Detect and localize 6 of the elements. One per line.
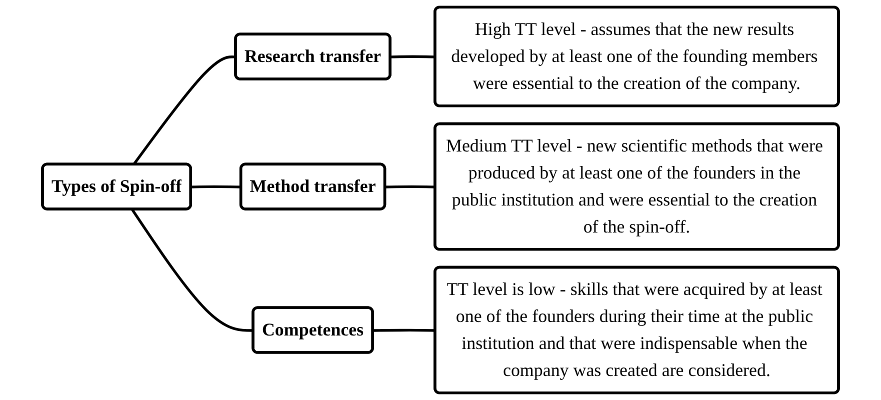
connector	[132, 56, 236, 166]
connector	[390, 55, 436, 58]
connector	[130, 208, 254, 332]
connector	[373, 328, 436, 332]
connector	[191, 185, 242, 188]
connector	[385, 185, 436, 188]
